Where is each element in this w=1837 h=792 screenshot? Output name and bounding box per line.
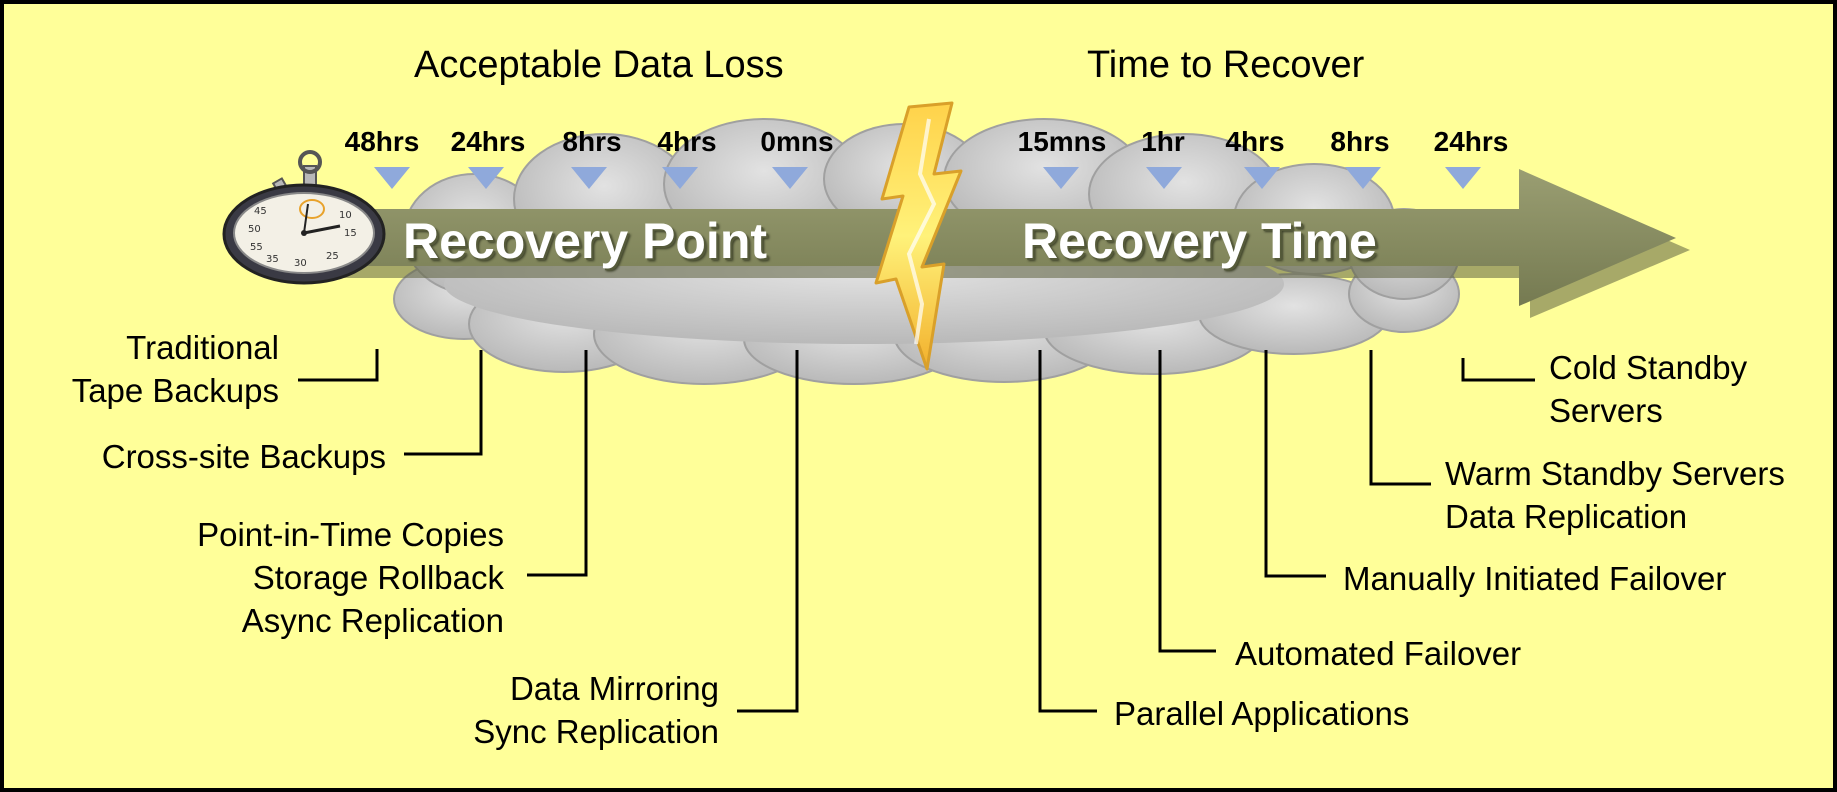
lightning-bolt-icon	[874, 101, 963, 371]
label-line: Point-in-Time Copies	[197, 516, 504, 553]
marker-4hrs	[662, 167, 698, 189]
marker-48hrs	[374, 167, 410, 189]
label-warm-standby-servers: Warm Standby Servers Data Replication	[1445, 452, 1785, 538]
tick-label-8hrs-time: 8hrs	[1330, 126, 1390, 157]
label-parallel-applications: Parallel Applications	[1114, 692, 1409, 735]
svg-text:15: 15	[344, 228, 357, 239]
label-automated-failover: Automated Failover	[1235, 632, 1521, 675]
label-line: Sync Replication	[473, 713, 719, 750]
label-line: Data Replication	[1445, 498, 1688, 535]
marker-24hrs-time	[1445, 167, 1481, 189]
label-data-mirroring: Data Mirroring Sync Replication	[473, 667, 719, 753]
label-line: Data Mirroring	[509, 670, 719, 707]
label-line: Cross-site Backups	[101, 438, 386, 475]
tick-label-4hrs: 4hrs	[657, 126, 717, 157]
label-traditional-tape-backups: Traditional Tape Backups	[72, 326, 279, 412]
connector-lines	[298, 349, 1535, 713]
connector-parallel	[1038, 350, 1097, 713]
tick-label-1hr: 1hr	[1141, 126, 1185, 157]
recovery-time-label: Recovery Time	[1022, 213, 1377, 269]
cloud-shape	[393, 118, 1460, 385]
tick-label-0mns: 0mns	[760, 126, 834, 157]
tick-label-24hrs: 24hrs	[450, 126, 526, 157]
label-line: Cold Standby	[1549, 349, 1748, 386]
tick-label-4hrs-time: 4hrs	[1225, 126, 1285, 157]
label-manually-initiated-failover: Manually Initiated Failover	[1343, 557, 1726, 600]
label-line: Async Replication	[241, 602, 504, 639]
tick-label-48hrs: 48hrs	[344, 126, 420, 157]
label-line: Parallel Applications	[1114, 695, 1410, 732]
svg-text:50: 50	[248, 224, 261, 235]
connector-cold	[1461, 358, 1535, 382]
tick-markers	[374, 167, 1481, 189]
label-line: Manually Initiated Failover	[1343, 560, 1727, 597]
svg-text:45: 45	[254, 206, 267, 217]
connector-manual	[1264, 350, 1326, 578]
label-cold-standby-servers: Cold Standby Servers	[1549, 346, 1747, 432]
marker-1hr	[1146, 167, 1182, 189]
label-line: Storage Rollback	[252, 559, 504, 596]
connector-mirror	[737, 350, 799, 713]
label-line: Automated Failover	[1235, 635, 1522, 672]
svg-text:10: 10	[339, 210, 352, 221]
label-line: Tape Backups	[71, 372, 279, 409]
marker-4hrs-time	[1244, 167, 1280, 189]
svg-text:25: 25	[326, 251, 339, 262]
svg-text:35: 35	[266, 254, 279, 265]
tick-label-8hrs: 8hrs	[562, 126, 622, 157]
tick-label-15mns: 15mns	[1017, 126, 1107, 157]
label-line: Traditional	[126, 329, 279, 366]
connector-warm	[1369, 350, 1431, 486]
marker-24hrs	[468, 167, 504, 189]
connector-pit	[527, 350, 588, 577]
tick-label-24hrs-time: 24hrs	[1433, 126, 1509, 157]
marker-0mns	[772, 167, 808, 189]
svg-text:30: 30	[294, 258, 307, 269]
recovery-point-label: Recovery Point	[403, 213, 768, 269]
label-cross-site-backups: Cross-site Backups	[102, 435, 386, 478]
marker-8hrs	[571, 167, 607, 189]
stopwatch-icon: 45 50 55 35 30 25 15 10	[222, 150, 386, 285]
connector-crosssite	[404, 350, 483, 456]
label-line: Warm Standby Servers	[1445, 455, 1785, 492]
label-point-in-time-copies: Point-in-Time Copies Storage Rollback As…	[197, 513, 504, 642]
marker-8hrs-time	[1345, 167, 1381, 189]
marker-15mns	[1043, 167, 1079, 189]
heading-time-to-recover: Time to Recover	[1087, 44, 1365, 86]
diagram-graphics: 45 50 55 35 30 25 15 10	[222, 101, 1690, 713]
connector-auto	[1158, 350, 1216, 653]
label-line: Servers	[1549, 392, 1663, 429]
timeline-arrow	[334, 169, 1690, 318]
heading-acceptable-data-loss: Acceptable Data Loss	[414, 44, 784, 86]
svg-text:55: 55	[250, 242, 263, 253]
connector-tape	[298, 349, 379, 382]
